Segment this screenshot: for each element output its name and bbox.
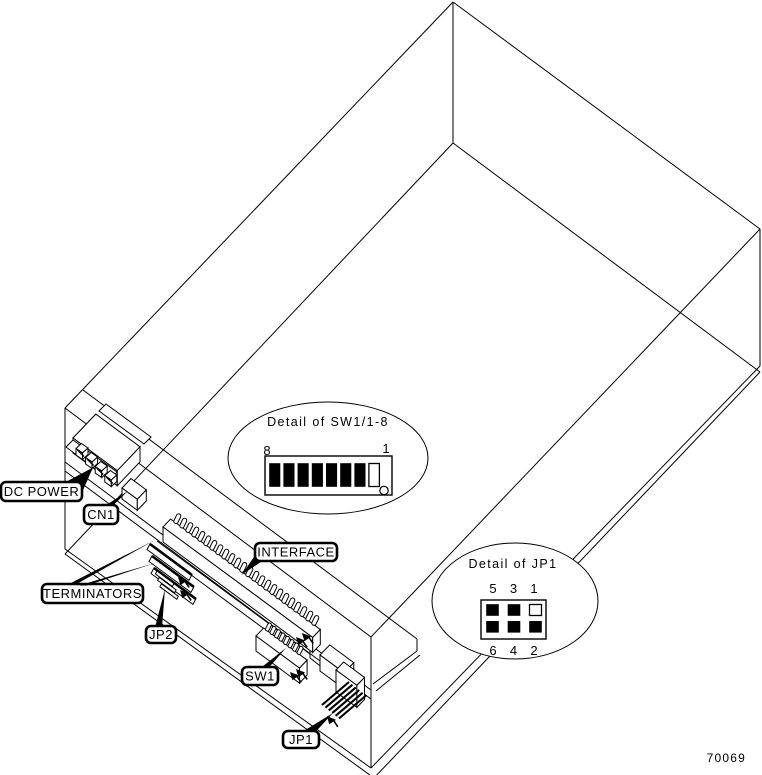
jp1-jumper-block bbox=[319, 644, 367, 728]
edge-bottom-back-right bbox=[452, 142, 761, 373]
detail-jp1-jumpers bbox=[486, 603, 543, 633]
sw1-switch-7 bbox=[283, 463, 295, 487]
dc-power-connector bbox=[65, 403, 152, 488]
callout-cn1-label: CN1 bbox=[87, 507, 115, 522]
callout-sw1-leader bbox=[260, 648, 286, 669]
sw1-switch-6 bbox=[297, 463, 309, 487]
jp1-jumper-2 bbox=[529, 620, 542, 633]
callout-interface: INTERFACE bbox=[241, 541, 339, 575]
cn1-connector bbox=[121, 477, 148, 512]
sw1-switch-2 bbox=[354, 463, 366, 487]
frame-step-edge-lower bbox=[375, 654, 421, 692]
callout-terminators-leader bbox=[66, 540, 155, 586]
callout-terminators: TERMINATORS bbox=[40, 540, 158, 605]
sw1-switch-4 bbox=[325, 463, 338, 487]
edge-front-right-top bbox=[370, 228, 761, 638]
detail-jp1-title: Detail of JP1 bbox=[468, 557, 557, 571]
callout-sw1: SW1 bbox=[240, 648, 286, 687]
detail-sw1-left-marker: 8 bbox=[263, 443, 270, 458]
callout-sw1-box bbox=[240, 665, 280, 687]
sw1-pin1-arrow-2 bbox=[296, 669, 308, 680]
edge-top-right bbox=[452, 1, 761, 230]
callout-jp1-label: JP1 bbox=[289, 732, 313, 747]
edge-top-left bbox=[64, 1, 454, 409]
sw1-pin1-arrow bbox=[290, 672, 302, 683]
detail-sw1-pin-dot bbox=[379, 485, 389, 496]
callout-sw1-label: SW1 bbox=[245, 669, 275, 684]
interface-pin1-arrow-2 bbox=[302, 633, 314, 644]
callout-dc_power: DC POWER bbox=[0, 467, 93, 503]
detail-sw1-switches bbox=[269, 462, 381, 488]
callout-interface-label: INTERFACE bbox=[257, 545, 334, 560]
detail-sw1-title: Detail of SW1/1-8 bbox=[267, 415, 389, 429]
callout-cn1-box bbox=[82, 503, 120, 526]
detail-sw1: Detail of SW1/1-8 8 1 bbox=[227, 401, 429, 515]
sw1-switch-1 bbox=[368, 462, 381, 488]
drive-outline bbox=[64, 1, 761, 775]
sw1-switch-3 bbox=[340, 463, 352, 487]
jp1-jumper-1 bbox=[528, 603, 543, 617]
callout-jp2: JP2 bbox=[144, 589, 178, 645]
jp2-pin1-arrow-2 bbox=[180, 590, 192, 601]
callout-jp2-box bbox=[144, 624, 178, 645]
jp1-jumper-5 bbox=[486, 604, 499, 616]
callout-jp2-leader bbox=[155, 589, 165, 628]
sw1-switch-5 bbox=[311, 463, 323, 487]
callout-terminators-box bbox=[40, 582, 145, 605]
frame-step-edge-upper bbox=[372, 650, 418, 685]
callout-terminators-label: TERMINATORS bbox=[43, 586, 142, 601]
part-number: 70069 bbox=[707, 751, 746, 765]
callout-jp1-box bbox=[281, 729, 321, 750]
detail-sw1-right-marker: 1 bbox=[382, 441, 389, 456]
callout-terminators-leader-2 bbox=[79, 562, 158, 586]
jp2-jumper bbox=[154, 570, 192, 601]
callout-dc_power-box bbox=[0, 480, 84, 503]
callout-jp2-label: JP2 bbox=[149, 627, 173, 642]
jp2-pin1-arrow bbox=[178, 577, 190, 588]
jp1-pin1-arrow bbox=[327, 716, 339, 728]
detail-jp1-top-label-0: 5 bbox=[489, 581, 496, 596]
detail-jp1-bottom-label-0: 6 bbox=[489, 643, 496, 658]
callout-dc_power-label: DC POWER bbox=[4, 484, 80, 499]
sw1-switch-8 bbox=[269, 463, 281, 487]
callout-jp1: JP1 bbox=[281, 713, 333, 750]
detail-jp1-bottom-label-1: 4 bbox=[510, 643, 517, 658]
interface-connector bbox=[151, 513, 322, 660]
callout-interface-box bbox=[253, 541, 339, 563]
detail-jp1-top-label-1: 3 bbox=[510, 581, 517, 596]
jp1-jumper-6 bbox=[486, 620, 499, 633]
sw1-dip-switch bbox=[255, 622, 308, 685]
jp1-jumper-3 bbox=[507, 604, 521, 616]
detail-jp1-bottom-label-2: 2 bbox=[530, 643, 537, 658]
jp1-jumper-4 bbox=[507, 620, 521, 633]
detail-jp1-top-label-2: 1 bbox=[530, 581, 537, 596]
callout-cn1-leader bbox=[104, 491, 128, 507]
callout-cn1: CN1 bbox=[82, 491, 128, 526]
